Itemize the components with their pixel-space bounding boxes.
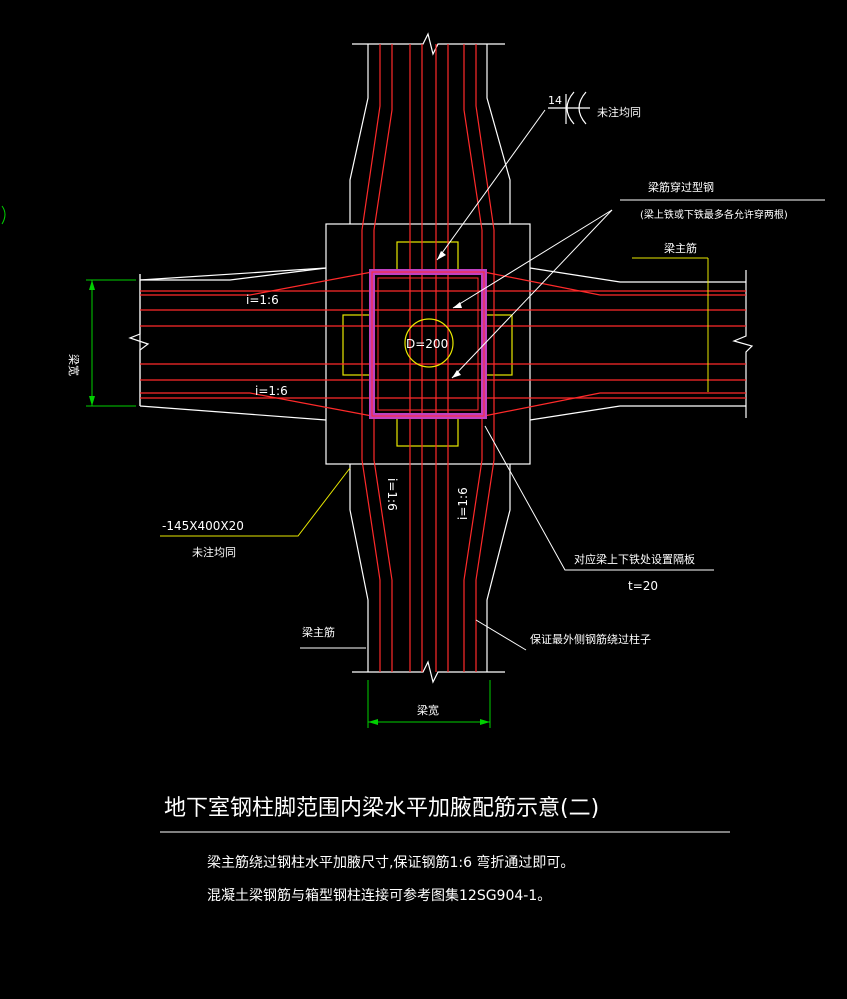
stud-note: 未注均同 [597, 105, 641, 119]
dimension-ticks [89, 280, 490, 725]
beam-width-bottom-label: 梁宽 [417, 703, 439, 717]
drawing-title: 地下室钢柱脚范围内梁水平加腋配筋示意(二) [164, 796, 599, 821]
hole-circle [404, 318, 454, 368]
rebar-lines [140, 44, 746, 672]
yellow-leaders [160, 257, 709, 537]
plate-size: -145X400X20 [162, 519, 244, 533]
leaders [300, 109, 825, 651]
main-rebar-bottom-label: 梁主筋 [302, 625, 335, 639]
rebar-through-note: (梁上铁或下铁最多各允许穿两根) [640, 208, 788, 221]
slope-col-left: i=1:6 [385, 478, 399, 511]
note-line-1: 梁主筋绕过钢柱水平加腋尺寸,保证钢筋1:6 弯折通过即可。 [207, 854, 574, 871]
rebar-through-label: 梁筋穿过型钢 [648, 180, 714, 194]
stud-symbol [548, 91, 590, 125]
dimensions [86, 279, 491, 728]
hole-label: D=200 [406, 337, 448, 351]
beam-outlines [128, 32, 754, 684]
slope-top: i=1:6 [246, 293, 279, 307]
beam-width-left-label: 梁宽 [67, 354, 81, 376]
slope-bottom: i=1:6 [255, 384, 288, 398]
plate-note: 未注均同 [192, 545, 236, 559]
note-line-2: 混凝土梁钢筋与箱型钢柱连接可参考图集12SG904-1。 [207, 887, 551, 904]
leader-arrowheads [437, 251, 462, 378]
main-rebar-right-label: 梁主筋 [664, 241, 697, 255]
stiffener-thickness: t=20 [628, 579, 658, 593]
labels: 14 未注均同 梁筋穿过型钢 (梁上铁或下铁最多各允许穿两根) 梁主筋 梁宽 i… [67, 94, 788, 904]
stud-size: 14 [548, 94, 562, 107]
stiffener-label: 对应梁上下铁处设置隔板 [574, 552, 695, 566]
edge-mark [1, 205, 6, 225]
slope-col-right: i=1:6 [456, 487, 470, 520]
outer-rebar-label: 保证最外侧钢筋绕过柱子 [530, 632, 651, 646]
